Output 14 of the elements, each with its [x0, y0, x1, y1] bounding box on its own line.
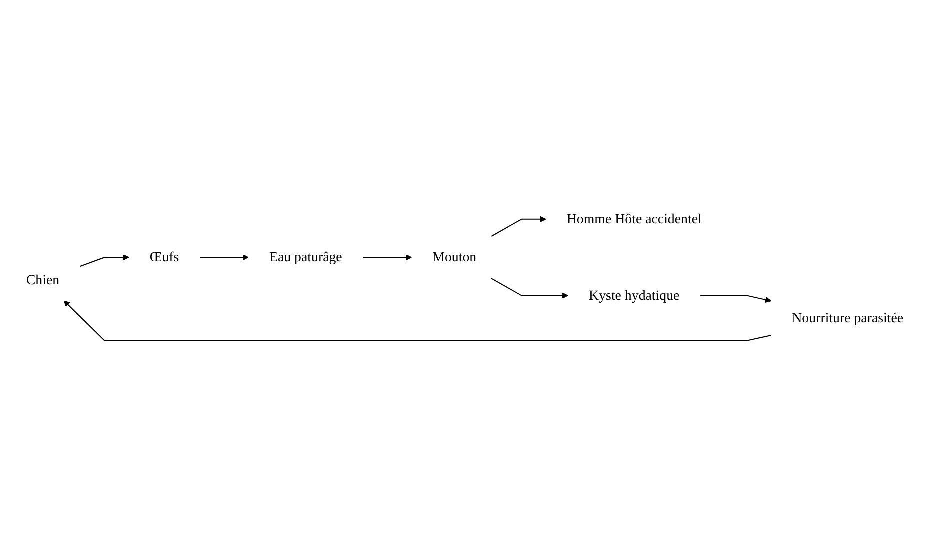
node-text: Mouton: [432, 250, 477, 266]
node-text: Kyste hydatique: [589, 288, 680, 304]
arrow: [700, 296, 772, 304]
node-text: Eau paturâge: [269, 250, 342, 266]
arrow: [363, 254, 412, 261]
node-text: Œufs: [150, 250, 180, 266]
arrow: [200, 254, 249, 261]
arrow: [490, 216, 546, 238]
arrow: [64, 300, 772, 342]
node-text: Nourriture parasitée: [792, 310, 904, 326]
node-text: Homme Hôte accidentel: [566, 212, 702, 228]
node-text: Chien: [26, 272, 60, 288]
arrow: [80, 254, 130, 268]
arrow: [490, 278, 568, 300]
